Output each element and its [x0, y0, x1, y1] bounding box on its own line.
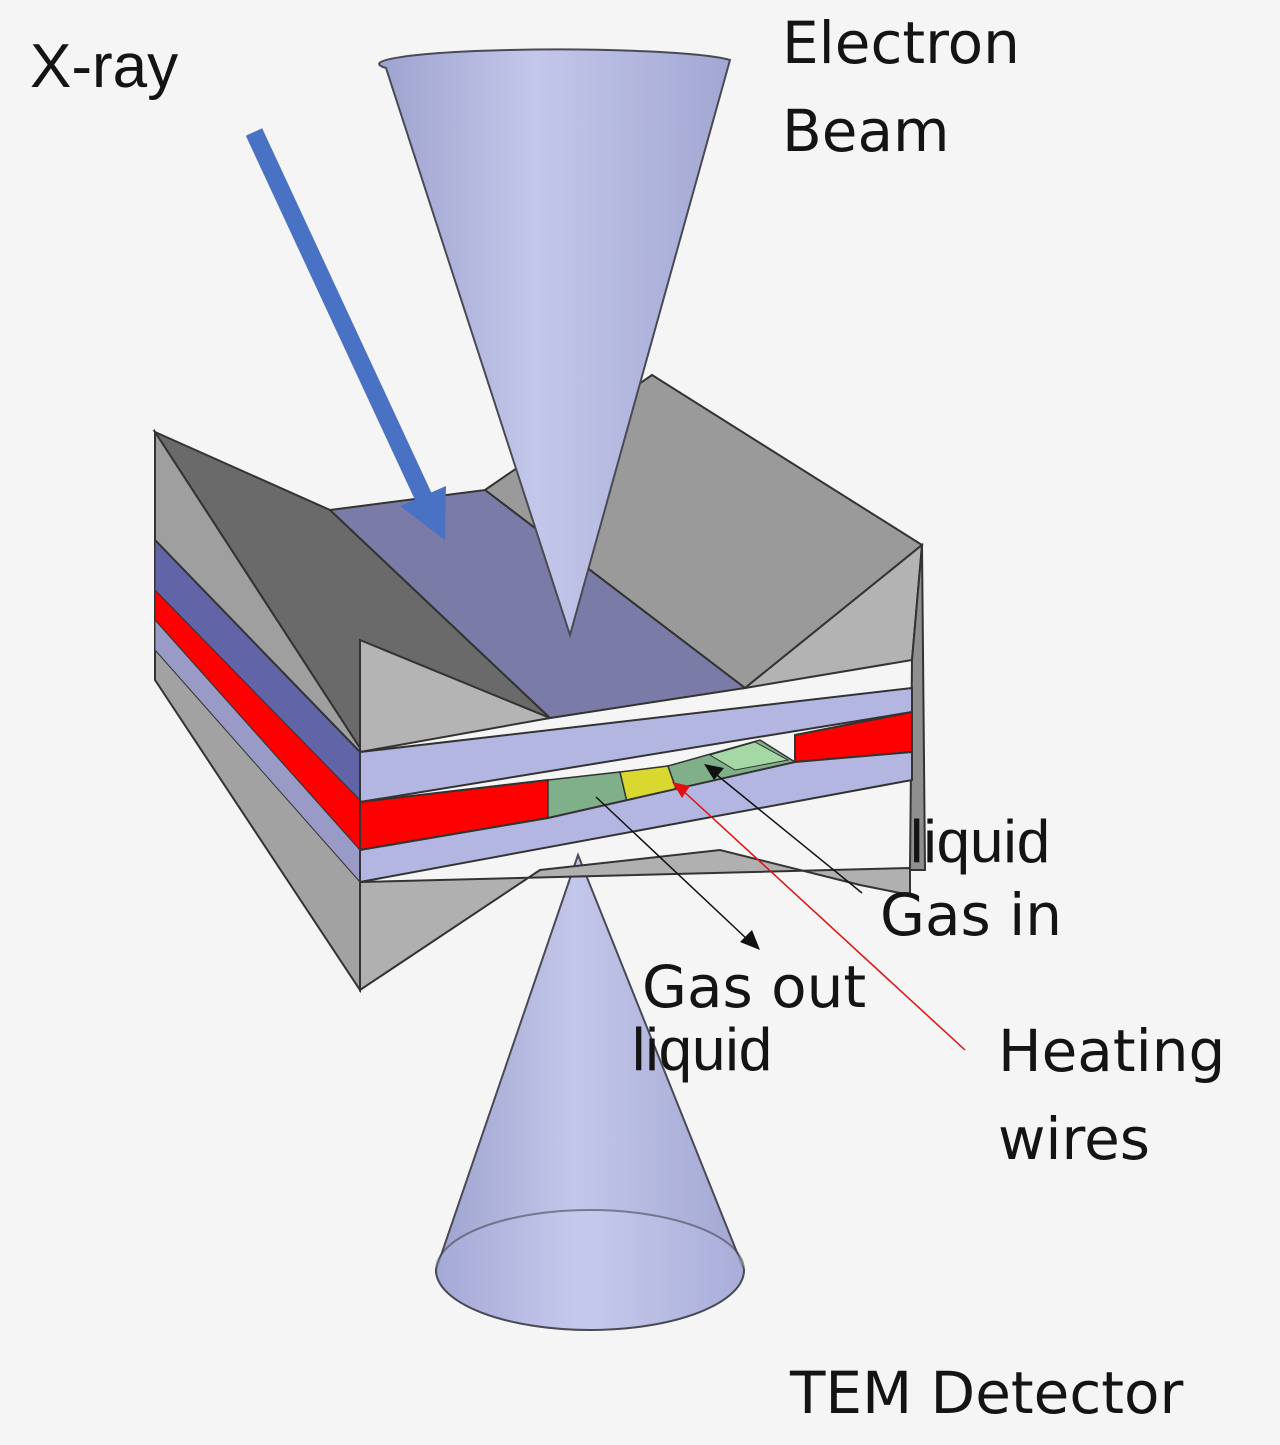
label-liquid-upper: liquid [910, 808, 1051, 875]
label-heating-wires-line2: wires [998, 1105, 1151, 1173]
label-heating-wires-line1: Heating [998, 1017, 1226, 1085]
label-gas-out: Gas out [642, 953, 867, 1021]
label-electron-beam-line1: Electron [782, 9, 1020, 77]
left-bevel [359, 638, 554, 754]
label-electron-beam-line2: Beam [782, 97, 950, 165]
pointer-heating-wires [672, 782, 966, 1051]
label-liquid-lower: liquid [632, 1016, 773, 1083]
label-xray: X-ray [30, 32, 179, 101]
pointer-gas-in [704, 764, 863, 894]
label-gas-in: Gas in [880, 881, 1063, 949]
lower-membrane [359, 750, 913, 884]
electron-beam-cone-icon [378, 48, 732, 639]
pointer-gas-out [595, 796, 760, 950]
lower-body [359, 848, 911, 992]
xray-arrow-icon [245, 128, 446, 540]
label-tem-detector: TEM Detector [790, 1359, 1184, 1427]
detector-cone-icon [434, 852, 746, 1331]
cell-holder [152, 373, 927, 994]
gas-channel-highlight [708, 741, 790, 771]
right-edge [908, 544, 927, 871]
